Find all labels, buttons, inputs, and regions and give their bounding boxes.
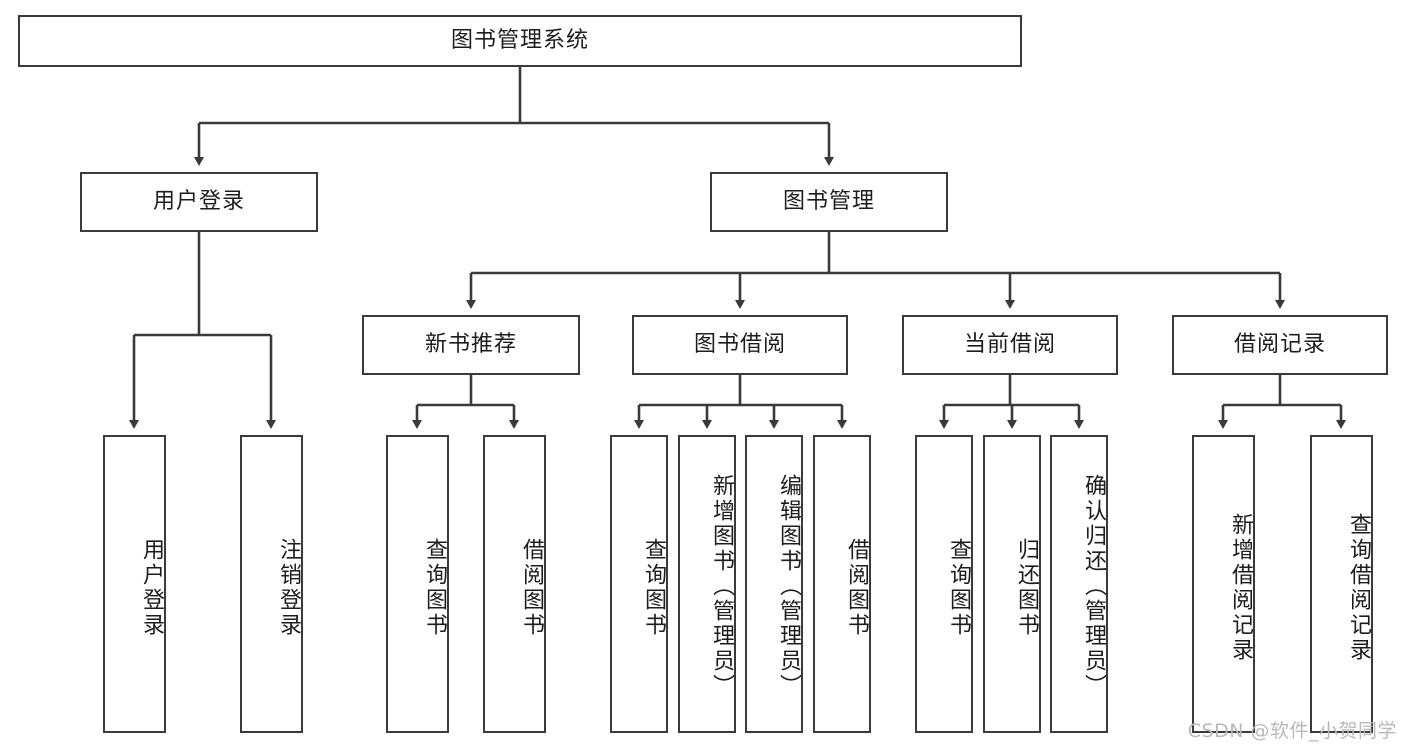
csdn-watermark: CSDN @软件_小贺同学	[1187, 720, 1397, 742]
leaf-query-book-borrow[interactable]: 查询图书	[610, 435, 668, 733]
node-book-borrow[interactable]: 图书借阅	[632, 315, 848, 375]
node-current-borrow[interactable]: 当前借阅	[902, 315, 1118, 375]
leaf-edit-book-admin[interactable]: 编辑图书（管理员）	[745, 435, 803, 733]
node-user-login[interactable]: 用户登录	[80, 172, 318, 232]
leaf-confirm-return-admin[interactable]: 确认归还（管理员）	[1050, 435, 1108, 733]
leaf-add-borrow-record[interactable]: 新增借阅记录	[1192, 435, 1255, 733]
leaf-logout-login[interactable]: 注销登录	[240, 435, 303, 733]
node-root[interactable]: 图书管理系统	[18, 15, 1022, 67]
leaf-borrow-book[interactable]: 借阅图书	[813, 435, 871, 733]
leaf-query-book-newbook[interactable]: 查询图书	[386, 435, 449, 733]
node-book-management[interactable]: 图书管理	[710, 172, 948, 232]
node-new-book-recommend[interactable]: 新书推荐	[362, 315, 580, 375]
leaf-query-book-current[interactable]: 查询图书	[915, 435, 973, 733]
leaf-user-login[interactable]: 用户登录	[103, 435, 166, 733]
leaf-borrow-book-newbook[interactable]: 借阅图书	[483, 435, 546, 733]
leaf-return-book[interactable]: 归还图书	[983, 435, 1041, 733]
leaf-add-book-admin[interactable]: 新增图书（管理员）	[678, 435, 736, 733]
node-borrow-record[interactable]: 借阅记录	[1172, 315, 1388, 375]
leaf-query-borrow-record[interactable]: 查询借阅记录	[1310, 435, 1373, 733]
